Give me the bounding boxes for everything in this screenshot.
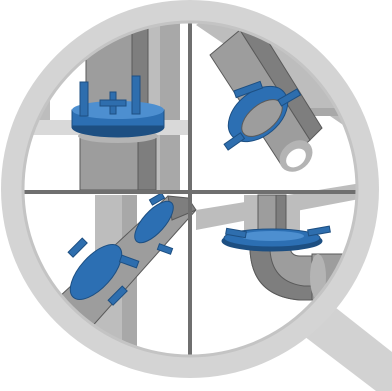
divider-vertical (188, 0, 192, 391)
divider-horizontal (0, 190, 392, 194)
